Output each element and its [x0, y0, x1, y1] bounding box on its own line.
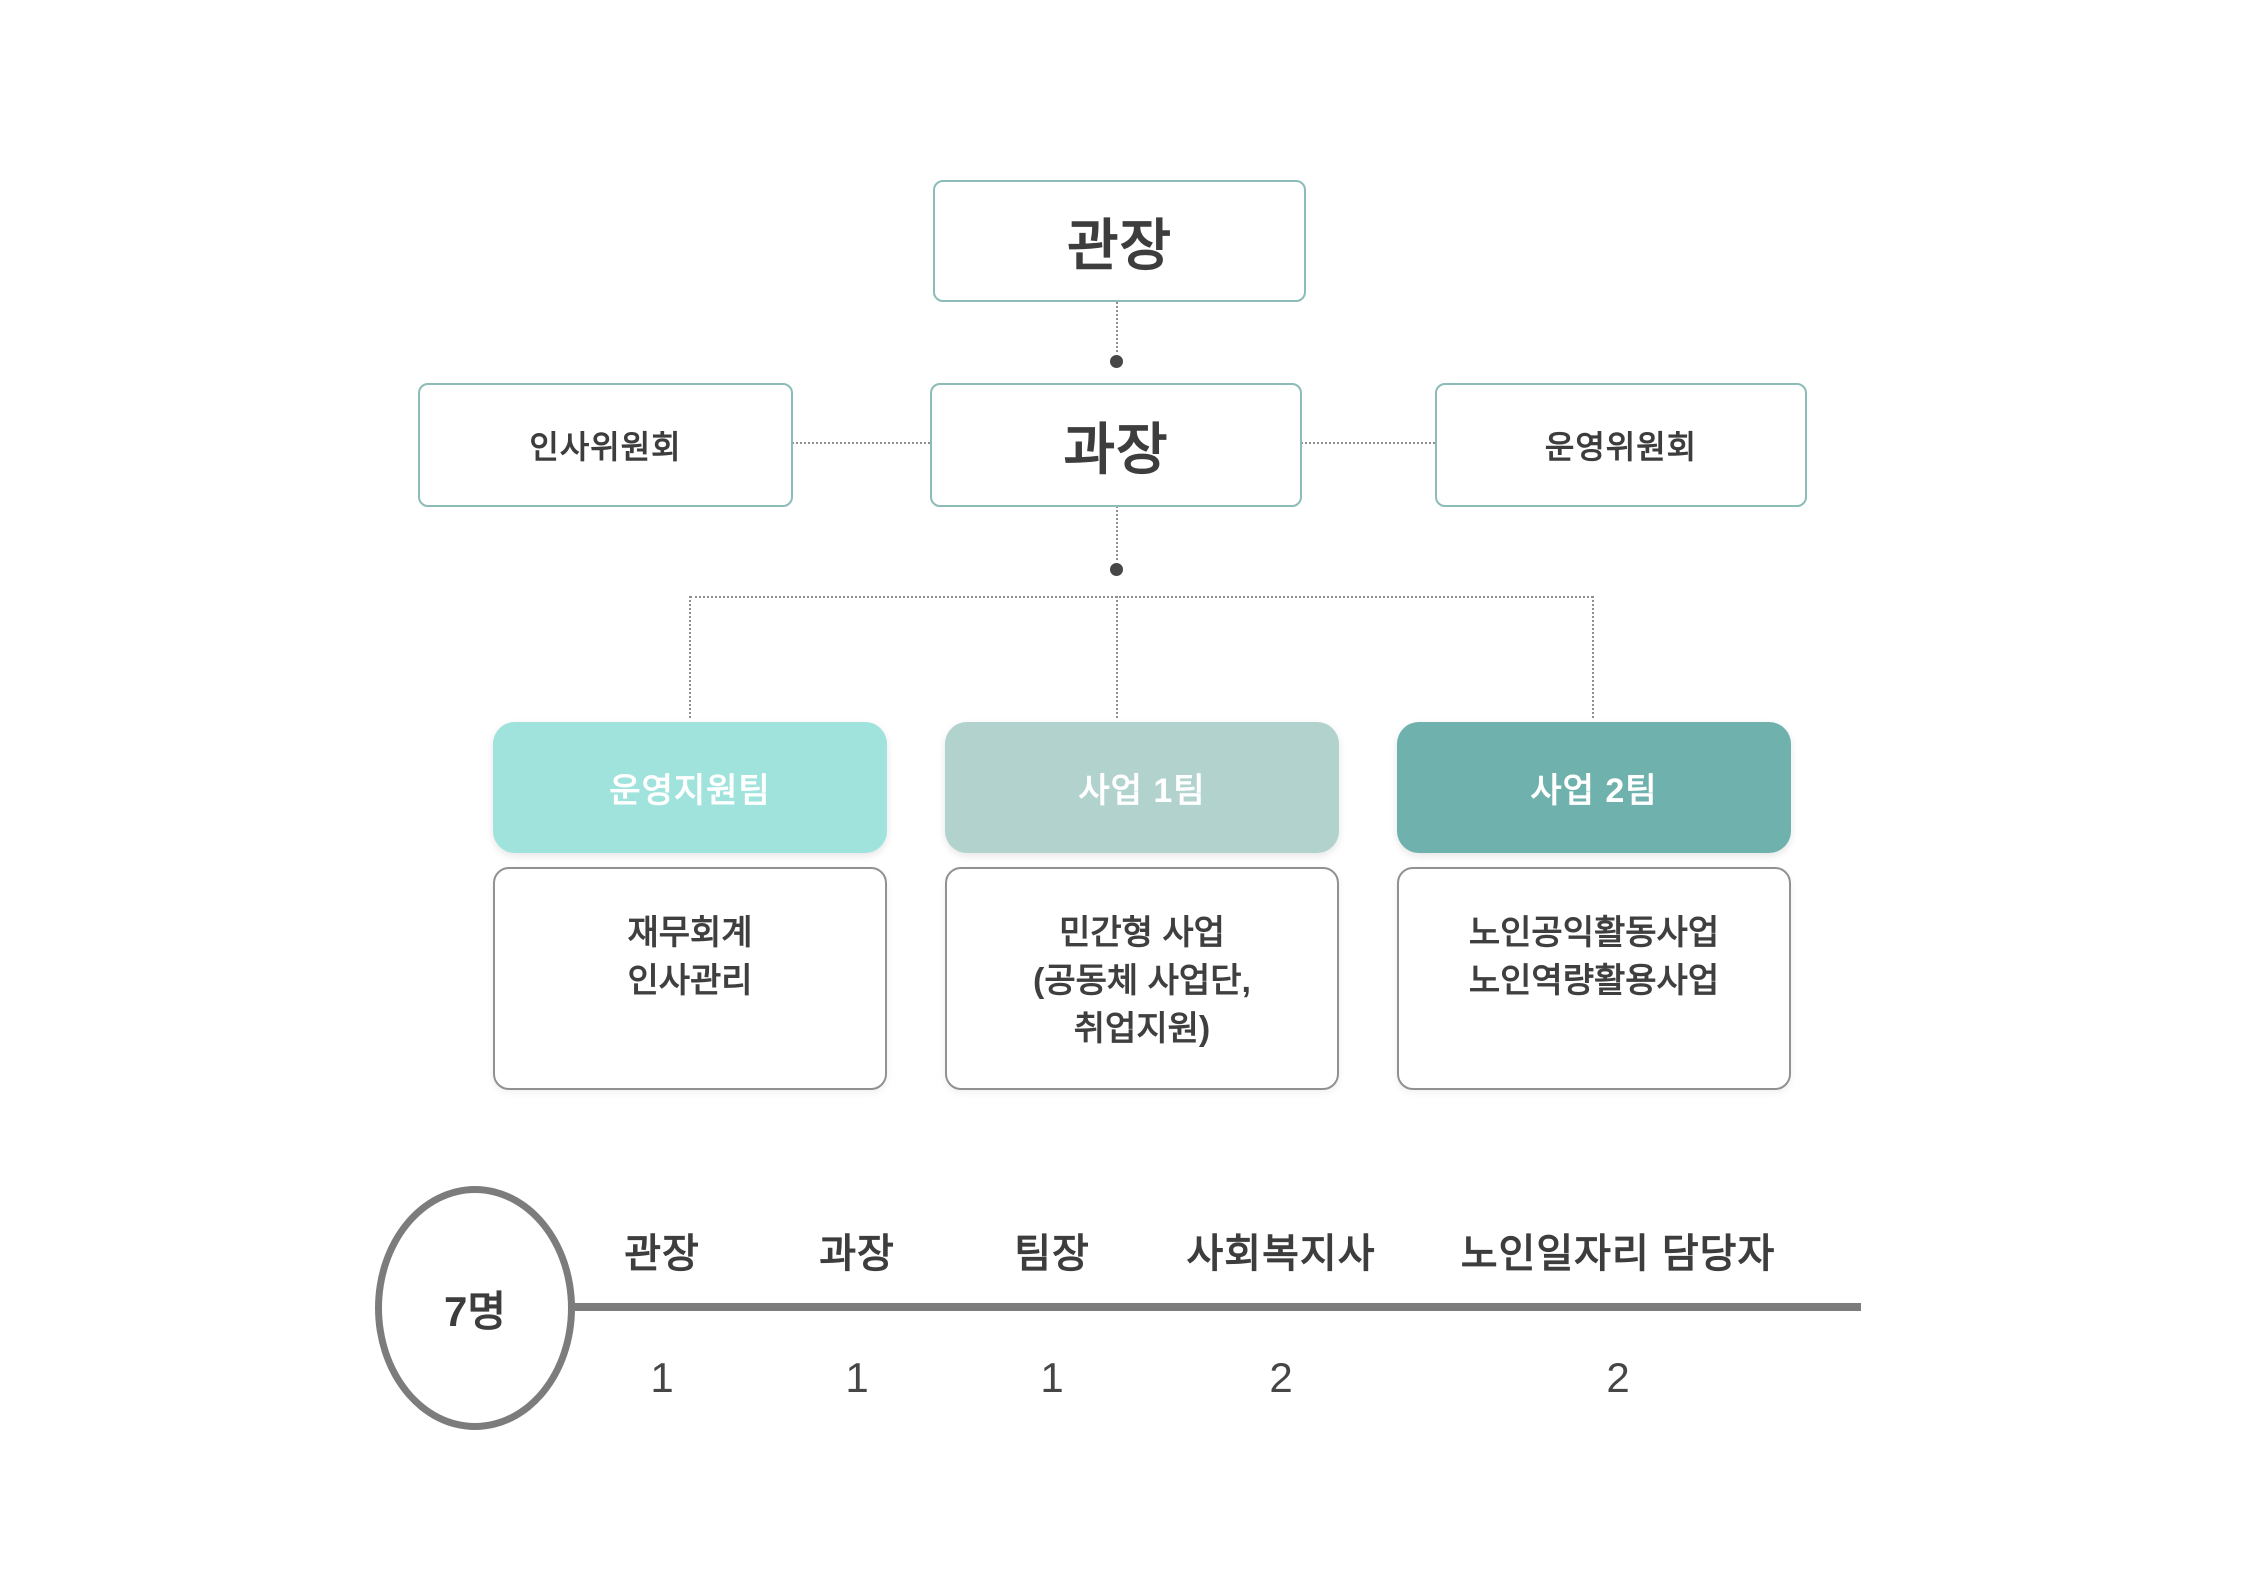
staffing-role-team-leader: 팀장	[1014, 1232, 1090, 1276]
staffing-role-manager: 과장	[819, 1232, 895, 1276]
connector-operating-committee-line	[1298, 442, 1435, 444]
personnel-committee-label: 인사위원회	[529, 429, 682, 465]
staffing-total-ellipse: 7명	[375, 1186, 575, 1430]
connector-manager-branch-dot	[1110, 563, 1123, 576]
manager-box: 과장	[930, 383, 1302, 507]
branch-drop-team1-line	[689, 596, 691, 718]
operating-committee-label: 운영위원회	[1544, 429, 1698, 465]
director-box: 관장	[933, 180, 1306, 302]
connector-director-manager-line	[1116, 298, 1118, 352]
team-header-business-1-label: 사업 1팀	[1078, 772, 1206, 810]
team-duties-operations-support: 재무회계 인사관리	[493, 867, 887, 1090]
connector-director-manager-dot	[1110, 355, 1123, 368]
staffing-role-senior-jobs: 노인일자리 담당자	[1460, 1232, 1776, 1276]
staffing-count-social-worker: 2	[1269, 1354, 1293, 1401]
team-duties-business-1: 민간형 사업 (공동체 사업단, 취업지원)	[945, 867, 1339, 1090]
staffing-role-social-worker: 사회복지사	[1186, 1232, 1376, 1276]
staffing-count-team-leader: 1	[1040, 1354, 1064, 1401]
personnel-committee-box: 인사위원회	[418, 383, 793, 507]
team-header-business-2: 사업 2팀	[1397, 722, 1791, 853]
connector-manager-branch-line	[1116, 503, 1118, 560]
branch-drop-team2-line	[1116, 596, 1118, 718]
team-duties-business-2: 노인공익활동사업 노인역량활용사업	[1397, 867, 1791, 1090]
staffing-total-label: 7명	[444, 1287, 506, 1335]
operating-committee-box: 운영위원회	[1435, 383, 1807, 507]
team-header-operations-support-label: 운영지원팀	[609, 772, 771, 810]
staffing-count-director: 1	[650, 1354, 674, 1401]
branch-rail-line	[690, 596, 1593, 598]
connector-personnel-committee-line	[789, 442, 930, 444]
staffing-count-manager: 1	[845, 1354, 869, 1401]
director-label: 관장	[1066, 213, 1173, 277]
staffing-rule	[470, 1303, 1861, 1311]
team-header-business-1: 사업 1팀	[945, 722, 1339, 853]
team-header-operations-support: 운영지원팀	[493, 722, 887, 853]
staffing-count-senior-jobs: 2	[1606, 1354, 1630, 1401]
team-header-business-2-label: 사업 2팀	[1530, 772, 1658, 810]
manager-label: 과장	[1063, 417, 1169, 481]
branch-drop-team3-line	[1592, 596, 1594, 718]
staffing-role-director: 관장	[624, 1232, 700, 1276]
